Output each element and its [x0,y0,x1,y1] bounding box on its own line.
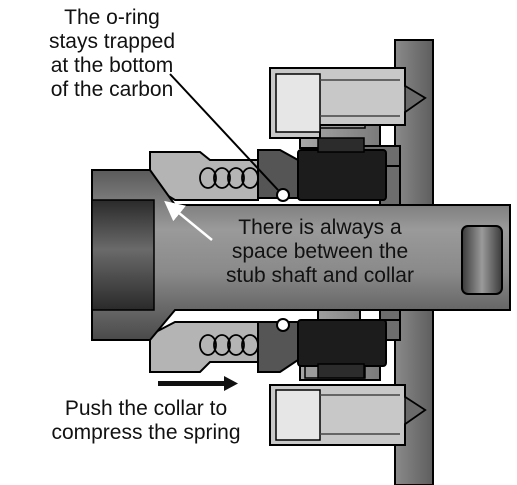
push-annotation-line-2: compress the spring [51,421,241,444]
bottom-clamp-bolt [269,384,427,446]
stub-shaft [91,169,511,341]
o-ring-annotation-line-1: The o-ring [64,6,160,29]
collar [149,151,259,373]
carbon-holder [257,149,299,373]
o-ring-annotation: The o-ring stays trapped at the bottom o… [22,6,202,102]
spring-bottom [199,334,259,356]
push-annotation: Push the collar to compress the spring [28,397,264,445]
o-ring-annotation-line-2: stays trapped [48,30,176,53]
space-annotation-line-2: space between the [231,240,409,263]
push-annotation-line-1: Push the collar to [64,397,228,420]
seal-faces [297,137,387,379]
space-annotation-line-3: stub shaft and collar [226,264,414,287]
o-ring-bottom [276,318,290,332]
space-annotation-line-1: There is always a [238,216,402,239]
spring-top [199,167,259,189]
o-ring-annotation-line-3: at the bottom [50,54,174,77]
space-pointer-arrow [164,200,213,241]
o-ring-top [276,188,290,202]
space-annotation: There is always a space between the stub… [205,216,435,288]
top-clamp-bolt [269,67,427,139]
o-ring-pointer-line [169,73,279,191]
push-arrow [158,376,238,391]
o-ring-annotation-line-4: of the carbon [50,78,174,101]
